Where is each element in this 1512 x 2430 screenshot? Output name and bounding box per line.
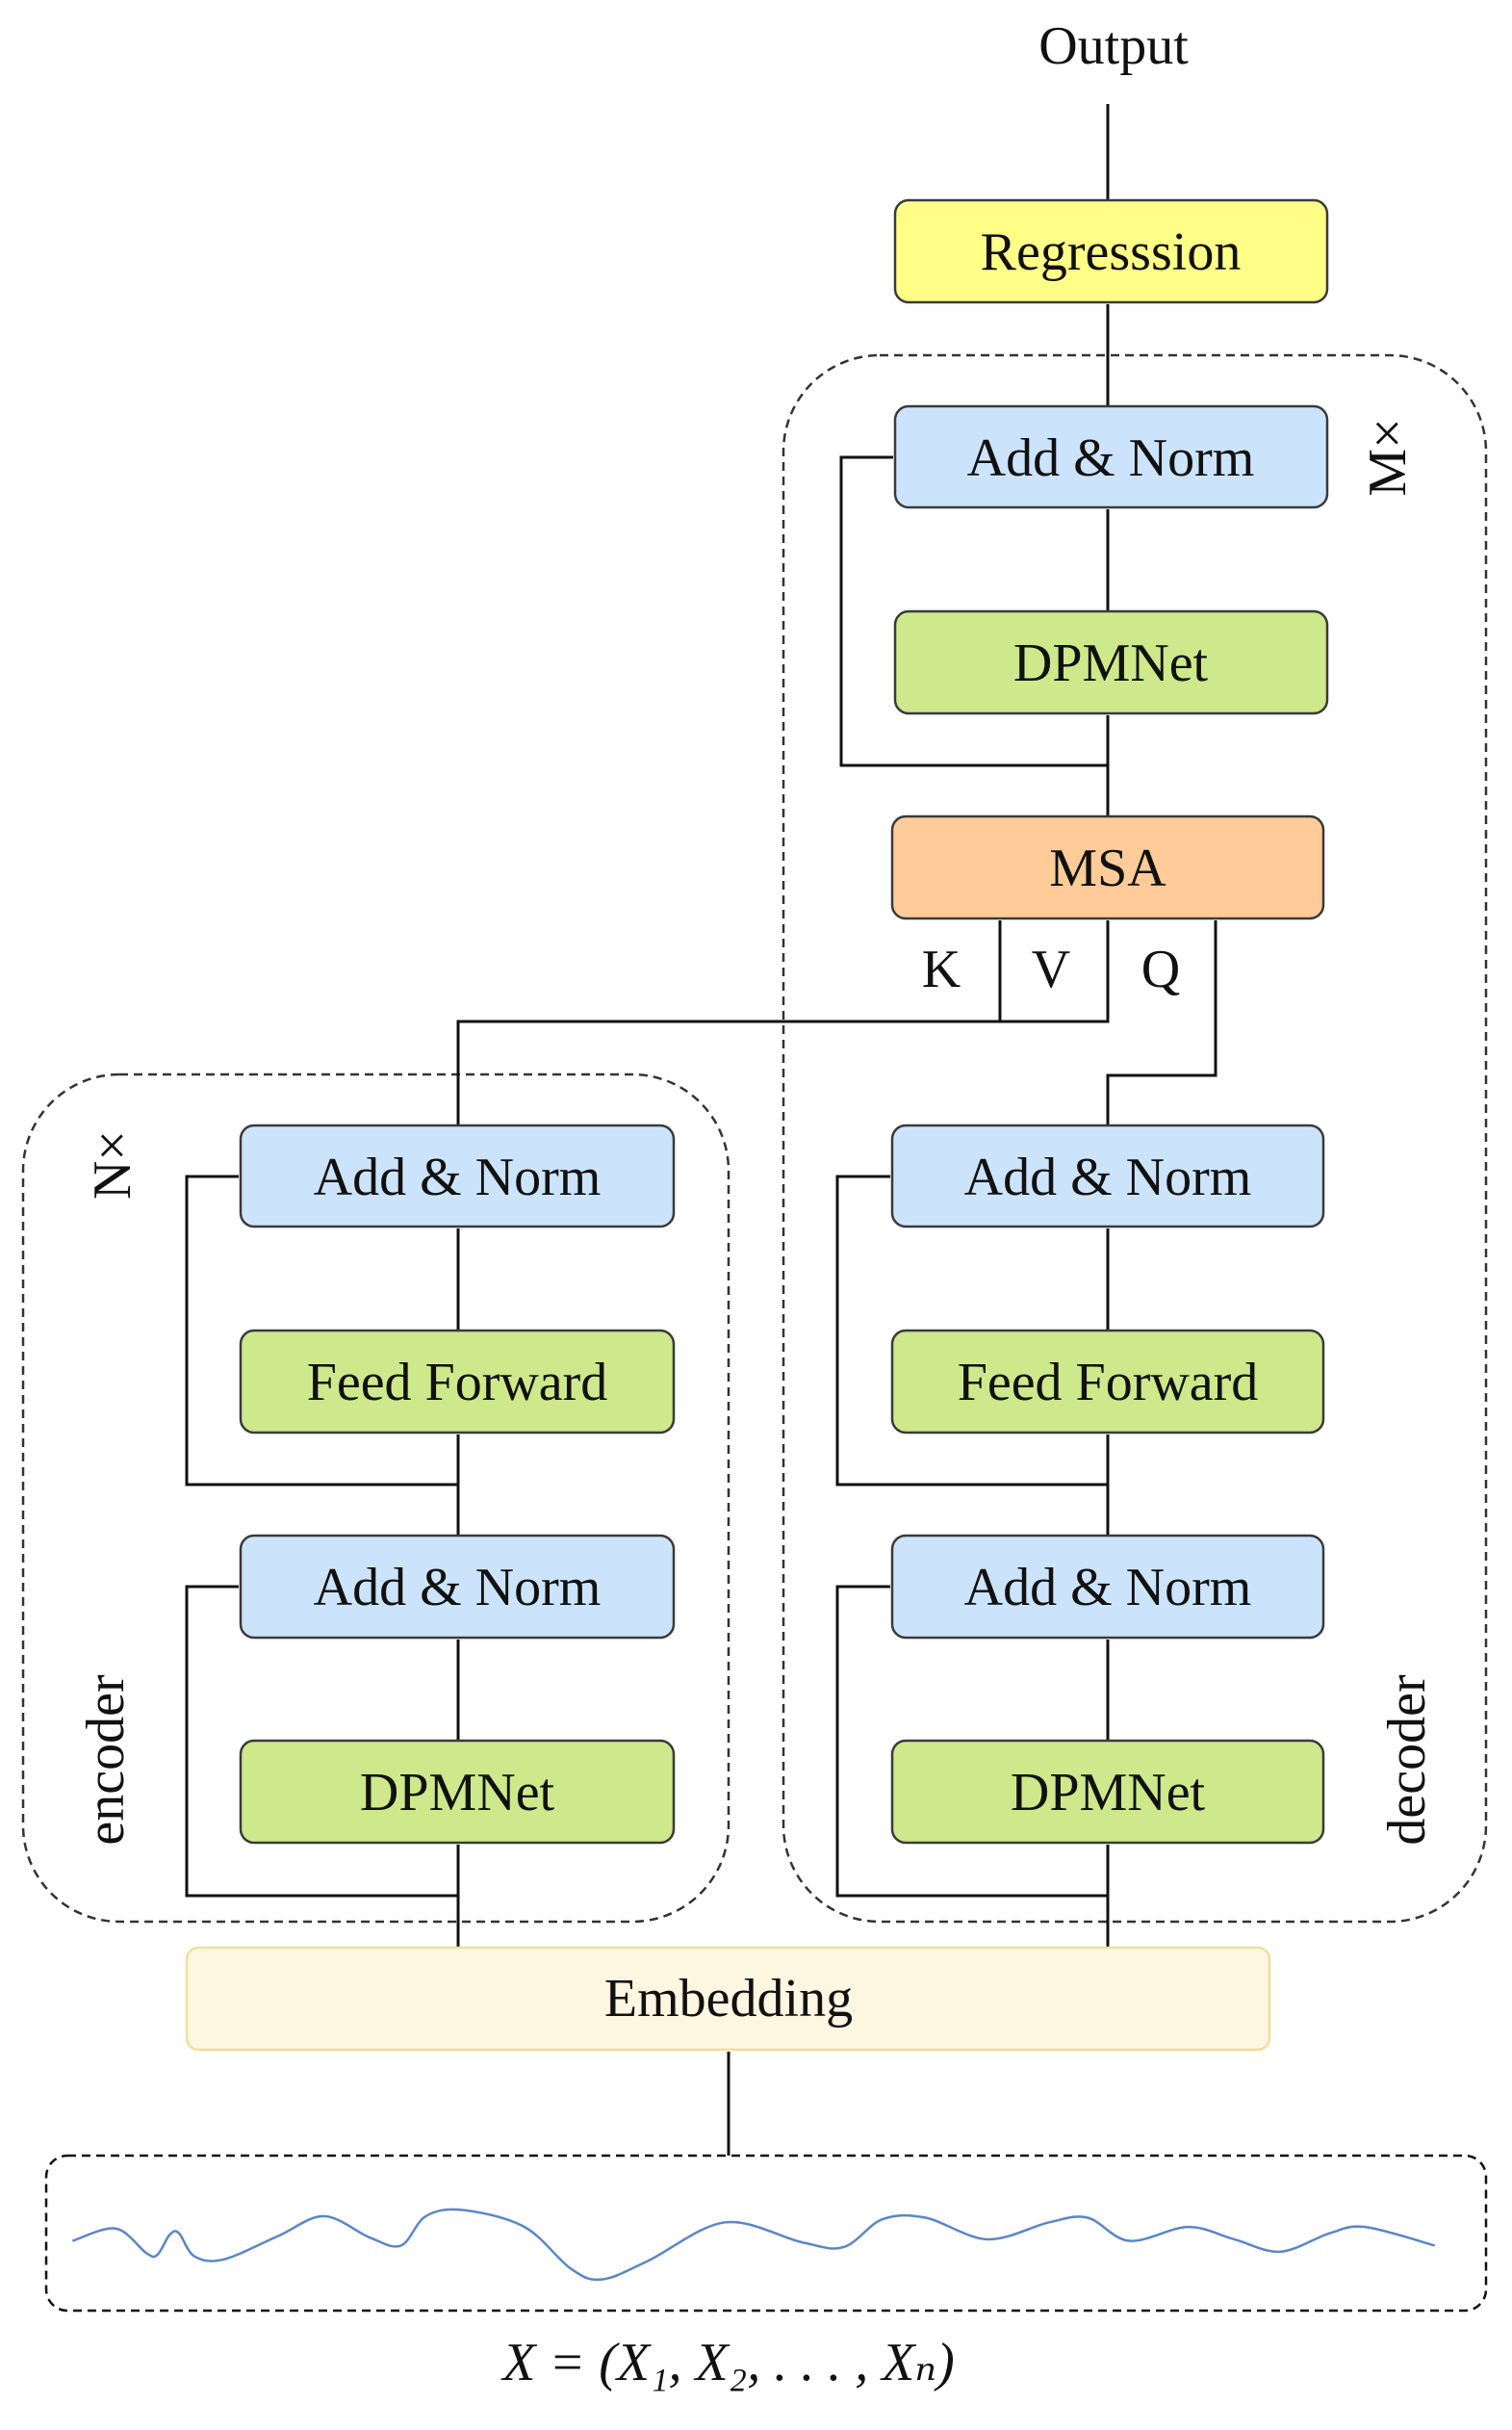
dpmnet-label: DPMNet	[1013, 633, 1209, 693]
add-norm-label: Add & Norm	[964, 1558, 1252, 1617]
encoder-container	[21, 1073, 730, 1924]
msa-label: MSA	[1049, 839, 1166, 898]
encoder-feed-forward-block: Feed Forward	[239, 1329, 676, 1435]
decoder-top-dpmnet-block: DPMNet	[893, 609, 1329, 715]
decoder-add-norm-2-block: Add & Norm	[890, 1124, 1325, 1228]
encoder-add-norm-1-block: Add & Norm	[239, 1534, 676, 1640]
connectors	[185, 104, 1217, 2156]
dpmnet-label: DPMNet	[360, 1763, 555, 1822]
output-label: Output	[1038, 16, 1189, 76]
embedding-block: Embedding	[185, 1946, 1271, 2052]
encoder-repeat-label: N×	[83, 1130, 142, 1200]
q-label: Q	[1141, 940, 1180, 999]
add-norm-label: Add & Norm	[967, 428, 1255, 488]
regression-block: Regresssion	[893, 198, 1329, 304]
input-formula: X = (X₁, X₂, . . . , Xₙ)	[500, 2333, 955, 2392]
k-label: K	[922, 940, 961, 999]
regression-label: Regresssion	[981, 222, 1242, 282]
decoder-container	[782, 353, 1488, 1924]
decoder-top-add-norm-block: Add & Norm	[893, 404, 1329, 509]
decoder-feed-forward-block: Feed Forward	[890, 1329, 1325, 1435]
encoder-add-norm-2-block: Add & Norm	[239, 1124, 676, 1228]
decoder-dpmnet-block: DPMNet	[890, 1739, 1325, 1845]
add-norm-label: Add & Norm	[314, 1148, 602, 1207]
add-norm-label: Add & Norm	[964, 1148, 1252, 1207]
encoder-label: encoder	[76, 1674, 136, 1846]
feed-forward-label: Feed Forward	[307, 1353, 608, 1412]
v-label: V	[1032, 940, 1070, 999]
feed-forward-label: Feed Forward	[958, 1353, 1259, 1412]
dpmnet-label: DPMNet	[1011, 1763, 1206, 1822]
add-norm-label: Add & Norm	[314, 1558, 602, 1617]
input-signal-waveform	[71, 2208, 1436, 2282]
decoder-label: decoder	[1377, 1674, 1437, 1846]
decoder-repeat-label: M×	[1358, 418, 1418, 496]
msa-block: MSA	[890, 814, 1325, 920]
encoder-dpmnet-block: DPMNet	[239, 1739, 676, 1845]
embedding-label: Embedding	[604, 1969, 853, 2029]
input-signal-container	[44, 2154, 1488, 2313]
decoder-add-norm-1-block: Add & Norm	[890, 1534, 1325, 1640]
